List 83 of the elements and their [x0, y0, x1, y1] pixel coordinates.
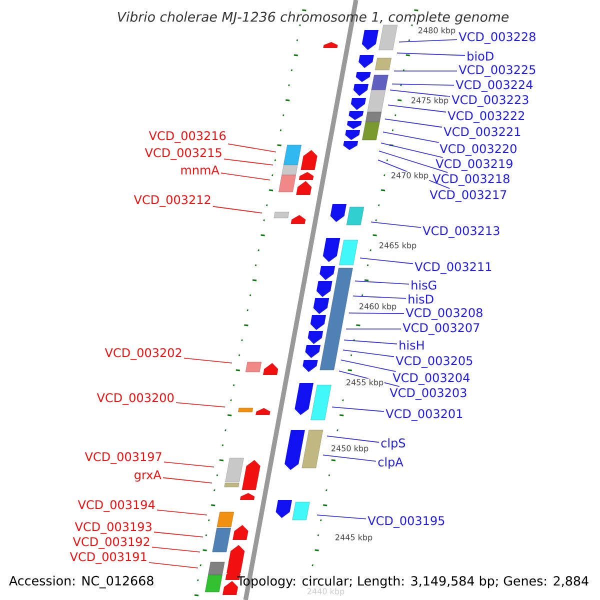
leader-line — [184, 358, 232, 364]
accession-text: Accession: NC_012668 — [9, 576, 154, 588]
gene-label: VCD_003220 — [440, 144, 516, 156]
gene-label: VCD_003197 — [84, 452, 162, 464]
leader-line — [378, 150, 448, 173]
leader-line — [316, 514, 366, 520]
leader-line — [352, 296, 406, 299]
tick-label: 2455 kbp — [345, 378, 384, 388]
tick-label: 2470 kbp — [390, 171, 430, 181]
gene-label: VCD_003207 — [402, 323, 480, 335]
gene-label: VCD_003216 — [148, 131, 226, 143]
gene-label: grxA — [134, 470, 162, 482]
gene-label: mnmA — [181, 166, 220, 174]
leader-line — [388, 104, 446, 112]
leader-line — [348, 312, 404, 314]
leader-line — [346, 328, 402, 330]
leader-line — [322, 454, 376, 462]
gene-label: VCD_003217 — [430, 190, 506, 202]
leader-line — [176, 402, 226, 408]
leader-line — [392, 84, 454, 86]
leader-line — [380, 142, 444, 158]
tick-label: 2460 kbp — [358, 302, 398, 312]
gene-label: hisH — [400, 340, 424, 350]
gene-label: clpA — [378, 457, 404, 469]
gene-label: VCD_003201 — [386, 409, 462, 421]
gene-label: VCD_003193 — [74, 522, 152, 534]
gene-label: VCD_003200 — [96, 393, 174, 405]
leader-line — [156, 510, 208, 516]
gene-label: hisD — [408, 294, 434, 304]
tick-label: 2445 kbp — [334, 533, 374, 543]
gene-label: bioD — [468, 51, 494, 61]
gene-label: VCD_003211 — [414, 262, 492, 274]
gene-label: VCD_003195 — [368, 516, 444, 528]
tick-label: 2450 kbp — [330, 444, 370, 454]
gene-label: VCD_003221 — [444, 127, 520, 139]
gene-label: VCD_003222 — [448, 111, 524, 123]
gene-label: VCD_003213 — [422, 226, 500, 238]
leader-line — [162, 477, 212, 484]
leader-line — [394, 70, 458, 72]
leader-line — [152, 546, 200, 552]
leader-line — [398, 39, 458, 42]
leader-line — [344, 340, 398, 344]
summary-text: Topology: circular; Length: 3,149,584 bp; Genes: 2,884 — [237, 576, 588, 588]
leader-line — [382, 132, 440, 143]
gene-label: VCD_003204 — [392, 373, 470, 385]
leader-line — [228, 143, 276, 152]
gene-label: VCD_003191 — [70, 552, 146, 564]
gene-label: VCD_003205 — [396, 356, 472, 368]
gene-label: VCD_003224 — [456, 80, 533, 92]
gene-label: VCD_003215 — [144, 148, 222, 160]
tick-label: 2480 kbp — [417, 26, 456, 36]
leader-line — [212, 206, 262, 214]
leader-line — [220, 172, 270, 180]
leader-line — [342, 350, 394, 358]
gene-label: VCD_003208 — [406, 308, 482, 320]
gene-label: VCD_003202 — [104, 348, 182, 360]
leader-line — [354, 280, 410, 285]
leader-line — [360, 258, 414, 264]
leader-line — [332, 406, 384, 412]
leader-line — [370, 222, 422, 228]
leader-line — [384, 118, 442, 128]
gene-label: VCD_003192 — [72, 537, 150, 549]
title: Vibrio cholerae MJ-1236 chromosome 1, complete genome — [118, 12, 509, 24]
leader-line — [390, 90, 450, 97]
gene-label: VCD_003225 — [458, 65, 536, 77]
gene-label: VCD_003203 — [390, 388, 466, 400]
leader-line — [326, 436, 380, 443]
gene-label: VCD_003212 — [134, 195, 210, 207]
gene-label: VCD_003218 — [432, 174, 510, 186]
gene-label: VCD_003228 — [458, 32, 536, 44]
gene-label: VCD_003219 — [436, 159, 512, 171]
leader-line — [154, 532, 204, 538]
gene-label: clpS — [381, 438, 406, 450]
tick-label: 2475 kbp — [410, 96, 450, 106]
leader-line — [148, 562, 198, 568]
gene-label: hisG — [412, 280, 436, 290]
leader-line — [396, 52, 466, 56]
leader-line — [224, 158, 274, 166]
leader-line — [164, 462, 214, 468]
gene-label: VCD_003223 — [452, 95, 528, 107]
tick-label: 2465 kbp — [378, 241, 418, 251]
gene-label: VCD_003194 — [78, 500, 155, 512]
leader-line — [340, 360, 396, 372]
